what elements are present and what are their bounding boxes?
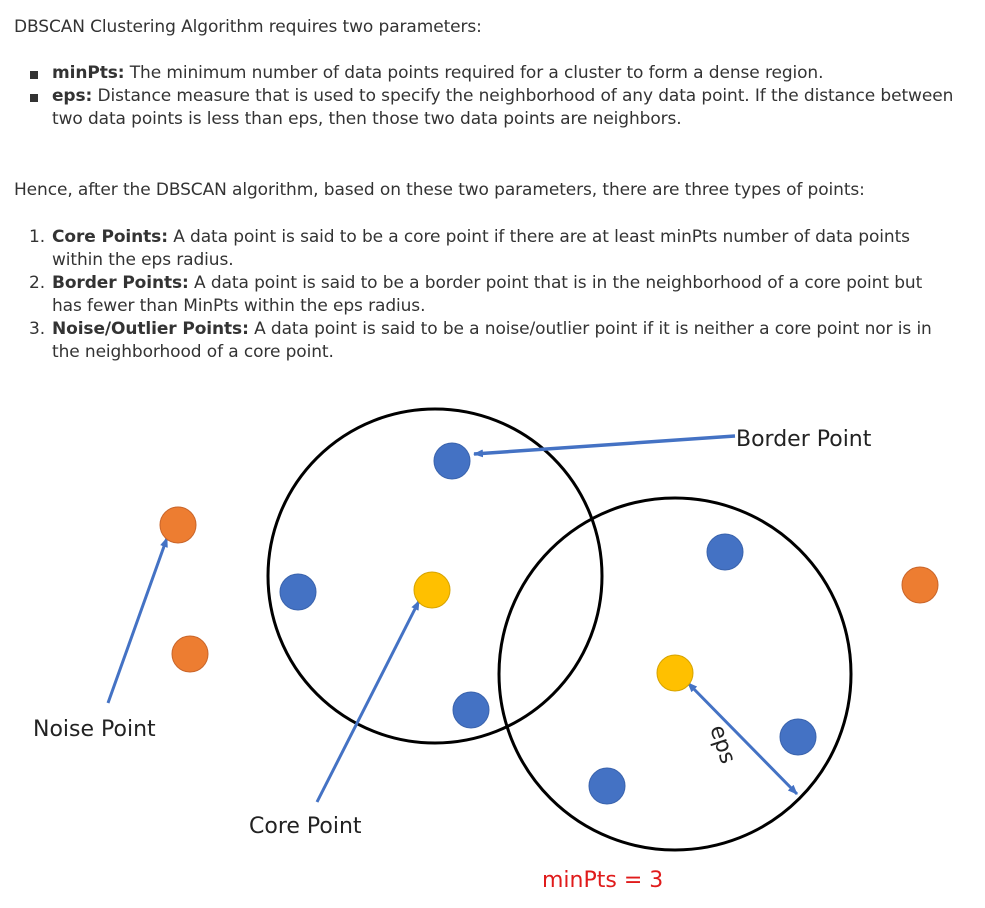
- point-type-term: Core Points:: [52, 227, 168, 247]
- parameter-term: eps:: [52, 86, 93, 106]
- point-type-noise: 3. Noise/Outlier Points: A data point is …: [26, 318, 956, 364]
- point-type-border: 2. Border Points: A data point is said to…: [26, 272, 956, 318]
- core-point-label: Core Point: [249, 814, 362, 839]
- parameters-list: minPts: The minimum number of data point…: [26, 62, 981, 131]
- parameter-term: minPts:: [52, 63, 125, 83]
- border-point-dot: [433, 442, 471, 480]
- parameter-minpts: minPts: The minimum number of data point…: [26, 62, 981, 85]
- parameter-desc: Distance measure that is used to specify…: [52, 86, 954, 129]
- eps-arrow: [686, 681, 799, 796]
- list-number: 2.: [29, 273, 46, 293]
- core-arrow: [315, 600, 421, 803]
- noise-point-dot: [901, 566, 939, 604]
- right-eps-circle: [497, 496, 853, 852]
- border-point-label: Border Point: [736, 427, 872, 452]
- noise-point-label: Noise Point: [33, 717, 156, 742]
- noise-point-dot: [171, 635, 209, 673]
- left-eps-circle: [266, 407, 604, 745]
- intro-text: DBSCAN Clustering Algorithm requires two…: [14, 17, 482, 37]
- dbscan-diagram: Border Point Noise Point Core Point eps …: [33, 407, 939, 893]
- border-arrow: [473, 434, 736, 458]
- minpts-label: minPts = 3: [542, 868, 663, 893]
- parameter-desc: The minimum number of data points requir…: [129, 63, 824, 83]
- list-number: 3.: [29, 319, 46, 339]
- parameter-eps: eps: Distance measure that is used to sp…: [26, 85, 981, 131]
- data-point-dot: [779, 718, 817, 756]
- point-types-list: 1. Core Points: A data point is said to b…: [26, 226, 956, 364]
- data-point-dot: [706, 533, 744, 571]
- data-point-dot: [452, 691, 490, 729]
- core-point-dot: [656, 654, 694, 692]
- core-point-dot: [413, 571, 451, 609]
- data-point-dot: [279, 573, 317, 611]
- point-type-term: Noise/Outlier Points:: [52, 319, 249, 339]
- noise-point-dot: [159, 506, 197, 544]
- point-type-term: Border Points:: [52, 273, 189, 293]
- list-number: 1.: [29, 227, 46, 247]
- point-type-desc: A data point is said to be a noise/outli…: [52, 319, 932, 362]
- types-intro-text: Hence, after the DBSCAN algorithm, based…: [14, 180, 865, 200]
- noise-arrow: [106, 537, 169, 704]
- data-point-dot: [588, 767, 626, 805]
- point-type-core: 1. Core Points: A data point is said to b…: [26, 226, 956, 272]
- point-type-desc: A data point is said to be a border poin…: [52, 273, 923, 316]
- point-type-desc: A data point is said to be a core point …: [52, 227, 910, 270]
